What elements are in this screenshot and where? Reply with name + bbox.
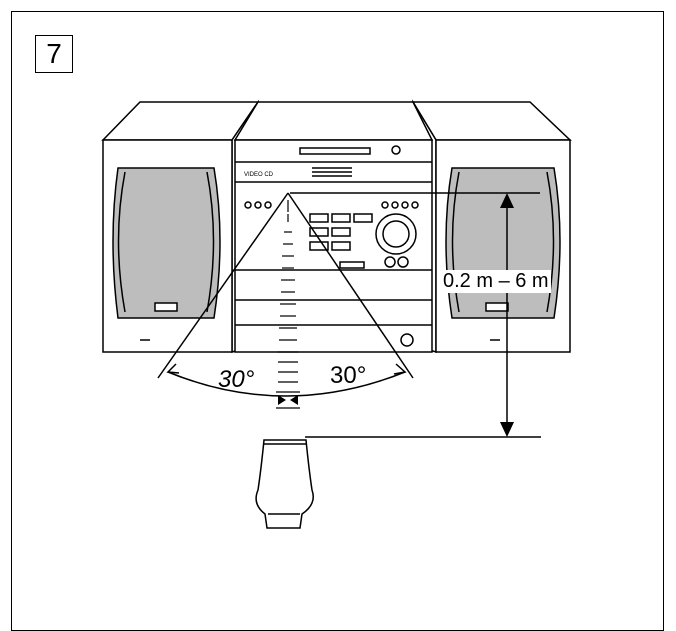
front-panel-label: VIDEO CD (244, 172, 274, 178)
left-speaker-logo (154, 302, 178, 312)
center-axis (276, 200, 300, 409)
right-speaker (411, 99, 572, 354)
power-button (400, 333, 414, 347)
distance-dimension (290, 192, 541, 438)
cd-tray (299, 147, 371, 155)
reception-angle-lines (157, 192, 414, 397)
center-axis-arrows (278, 395, 298, 405)
remote-control (255, 439, 314, 529)
angle-right-label: 30° (330, 362, 367, 389)
left-speaker (101, 99, 260, 353)
distance-arrows (500, 193, 514, 437)
step-number: 7 (35, 35, 73, 73)
angle-left-label: 30° (218, 366, 255, 393)
distance-label: 0.2 m – 6 m (441, 270, 551, 293)
main-unit (233, 101, 434, 353)
right-speaker-logo (485, 302, 509, 312)
